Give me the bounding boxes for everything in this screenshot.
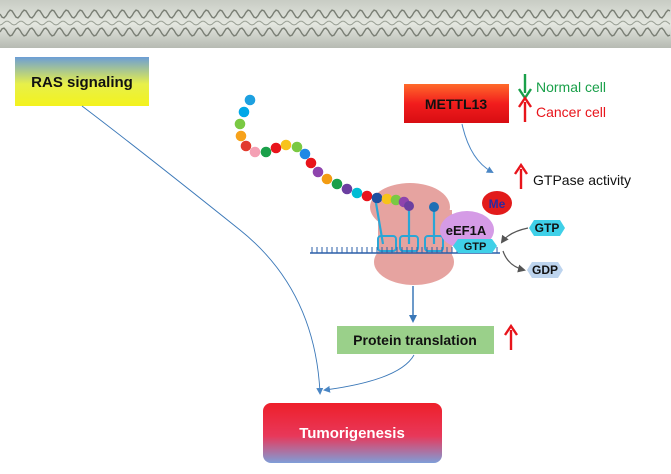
gtp-in-arrow bbox=[500, 227, 529, 244]
ras-to-tumorigenesis-arrow bbox=[81, 105, 324, 395]
gtp-bound-label: GTP bbox=[464, 241, 487, 253]
eef1a-label: eEF1A bbox=[446, 223, 487, 238]
amino-acid-bead bbox=[321, 173, 333, 185]
tumorigenesis-box: Tumorigenesis bbox=[263, 403, 442, 463]
up-arrow-icon bbox=[518, 95, 532, 122]
amino-acid-bead bbox=[244, 94, 256, 106]
amino-acid-bead bbox=[238, 106, 250, 118]
amino-acid-bead bbox=[381, 193, 393, 205]
amino-acid-bead bbox=[371, 192, 383, 204]
mettl13-to-me-arrow bbox=[461, 123, 494, 173]
amino-acid-bead bbox=[390, 194, 402, 206]
amino-acid-bead bbox=[260, 146, 272, 158]
gdp-label: GDP bbox=[532, 263, 558, 277]
amino-acid-bead bbox=[240, 140, 252, 152]
amino-acid-bead bbox=[361, 190, 373, 202]
amino-acid-bead bbox=[280, 139, 292, 151]
up-arrow-icon bbox=[514, 162, 528, 189]
down-arrow-icon bbox=[518, 74, 532, 101]
protein-translation-box: Protein translation bbox=[337, 326, 494, 354]
methyl-group: Me bbox=[482, 191, 512, 215]
amino-acid-bead bbox=[312, 166, 324, 178]
trna-group bbox=[374, 201, 444, 252]
membrane-icon bbox=[0, 0, 671, 48]
protein-translation-label: Protein translation bbox=[353, 332, 477, 348]
mettl13-box: METTL13 bbox=[404, 84, 509, 123]
amino-acid-bead bbox=[299, 148, 311, 160]
mettl13-label: METTL13 bbox=[425, 96, 487, 112]
amino-acid-bead bbox=[270, 142, 282, 154]
amino-acid-bead bbox=[305, 157, 317, 169]
ras-signaling-label: RAS signaling bbox=[31, 74, 133, 91]
translation-to-tumorigenesis-arrow bbox=[323, 354, 415, 393]
me-label: Me bbox=[489, 197, 506, 211]
gdp-out-arrow bbox=[502, 250, 526, 273]
gtp-free: GTP bbox=[529, 220, 565, 236]
normal-cell-label: Normal cell bbox=[536, 79, 606, 95]
gtpase-activity-label: GTPase activity bbox=[533, 172, 631, 188]
amino-acid-bead bbox=[341, 183, 353, 195]
amino-acid-bead bbox=[234, 118, 246, 130]
peptide-chain bbox=[234, 94, 410, 208]
up-arrow-icon bbox=[504, 323, 518, 350]
amino-acid-bead bbox=[249, 146, 261, 158]
ras-signaling-box: RAS signaling bbox=[15, 57, 149, 106]
tumorigenesis-label: Tumorigenesis bbox=[299, 425, 405, 442]
amino-acid-bead bbox=[235, 130, 247, 142]
gtp-bound: GTP bbox=[453, 239, 497, 253]
amino-acid-bead bbox=[331, 178, 343, 190]
gtp-free-label: GTP bbox=[535, 221, 560, 235]
amino-acid-bead bbox=[291, 141, 303, 153]
amino-acid-bead bbox=[351, 187, 363, 199]
cancer-cell-label: Cancer cell bbox=[536, 104, 606, 120]
gdp: GDP bbox=[527, 262, 563, 278]
